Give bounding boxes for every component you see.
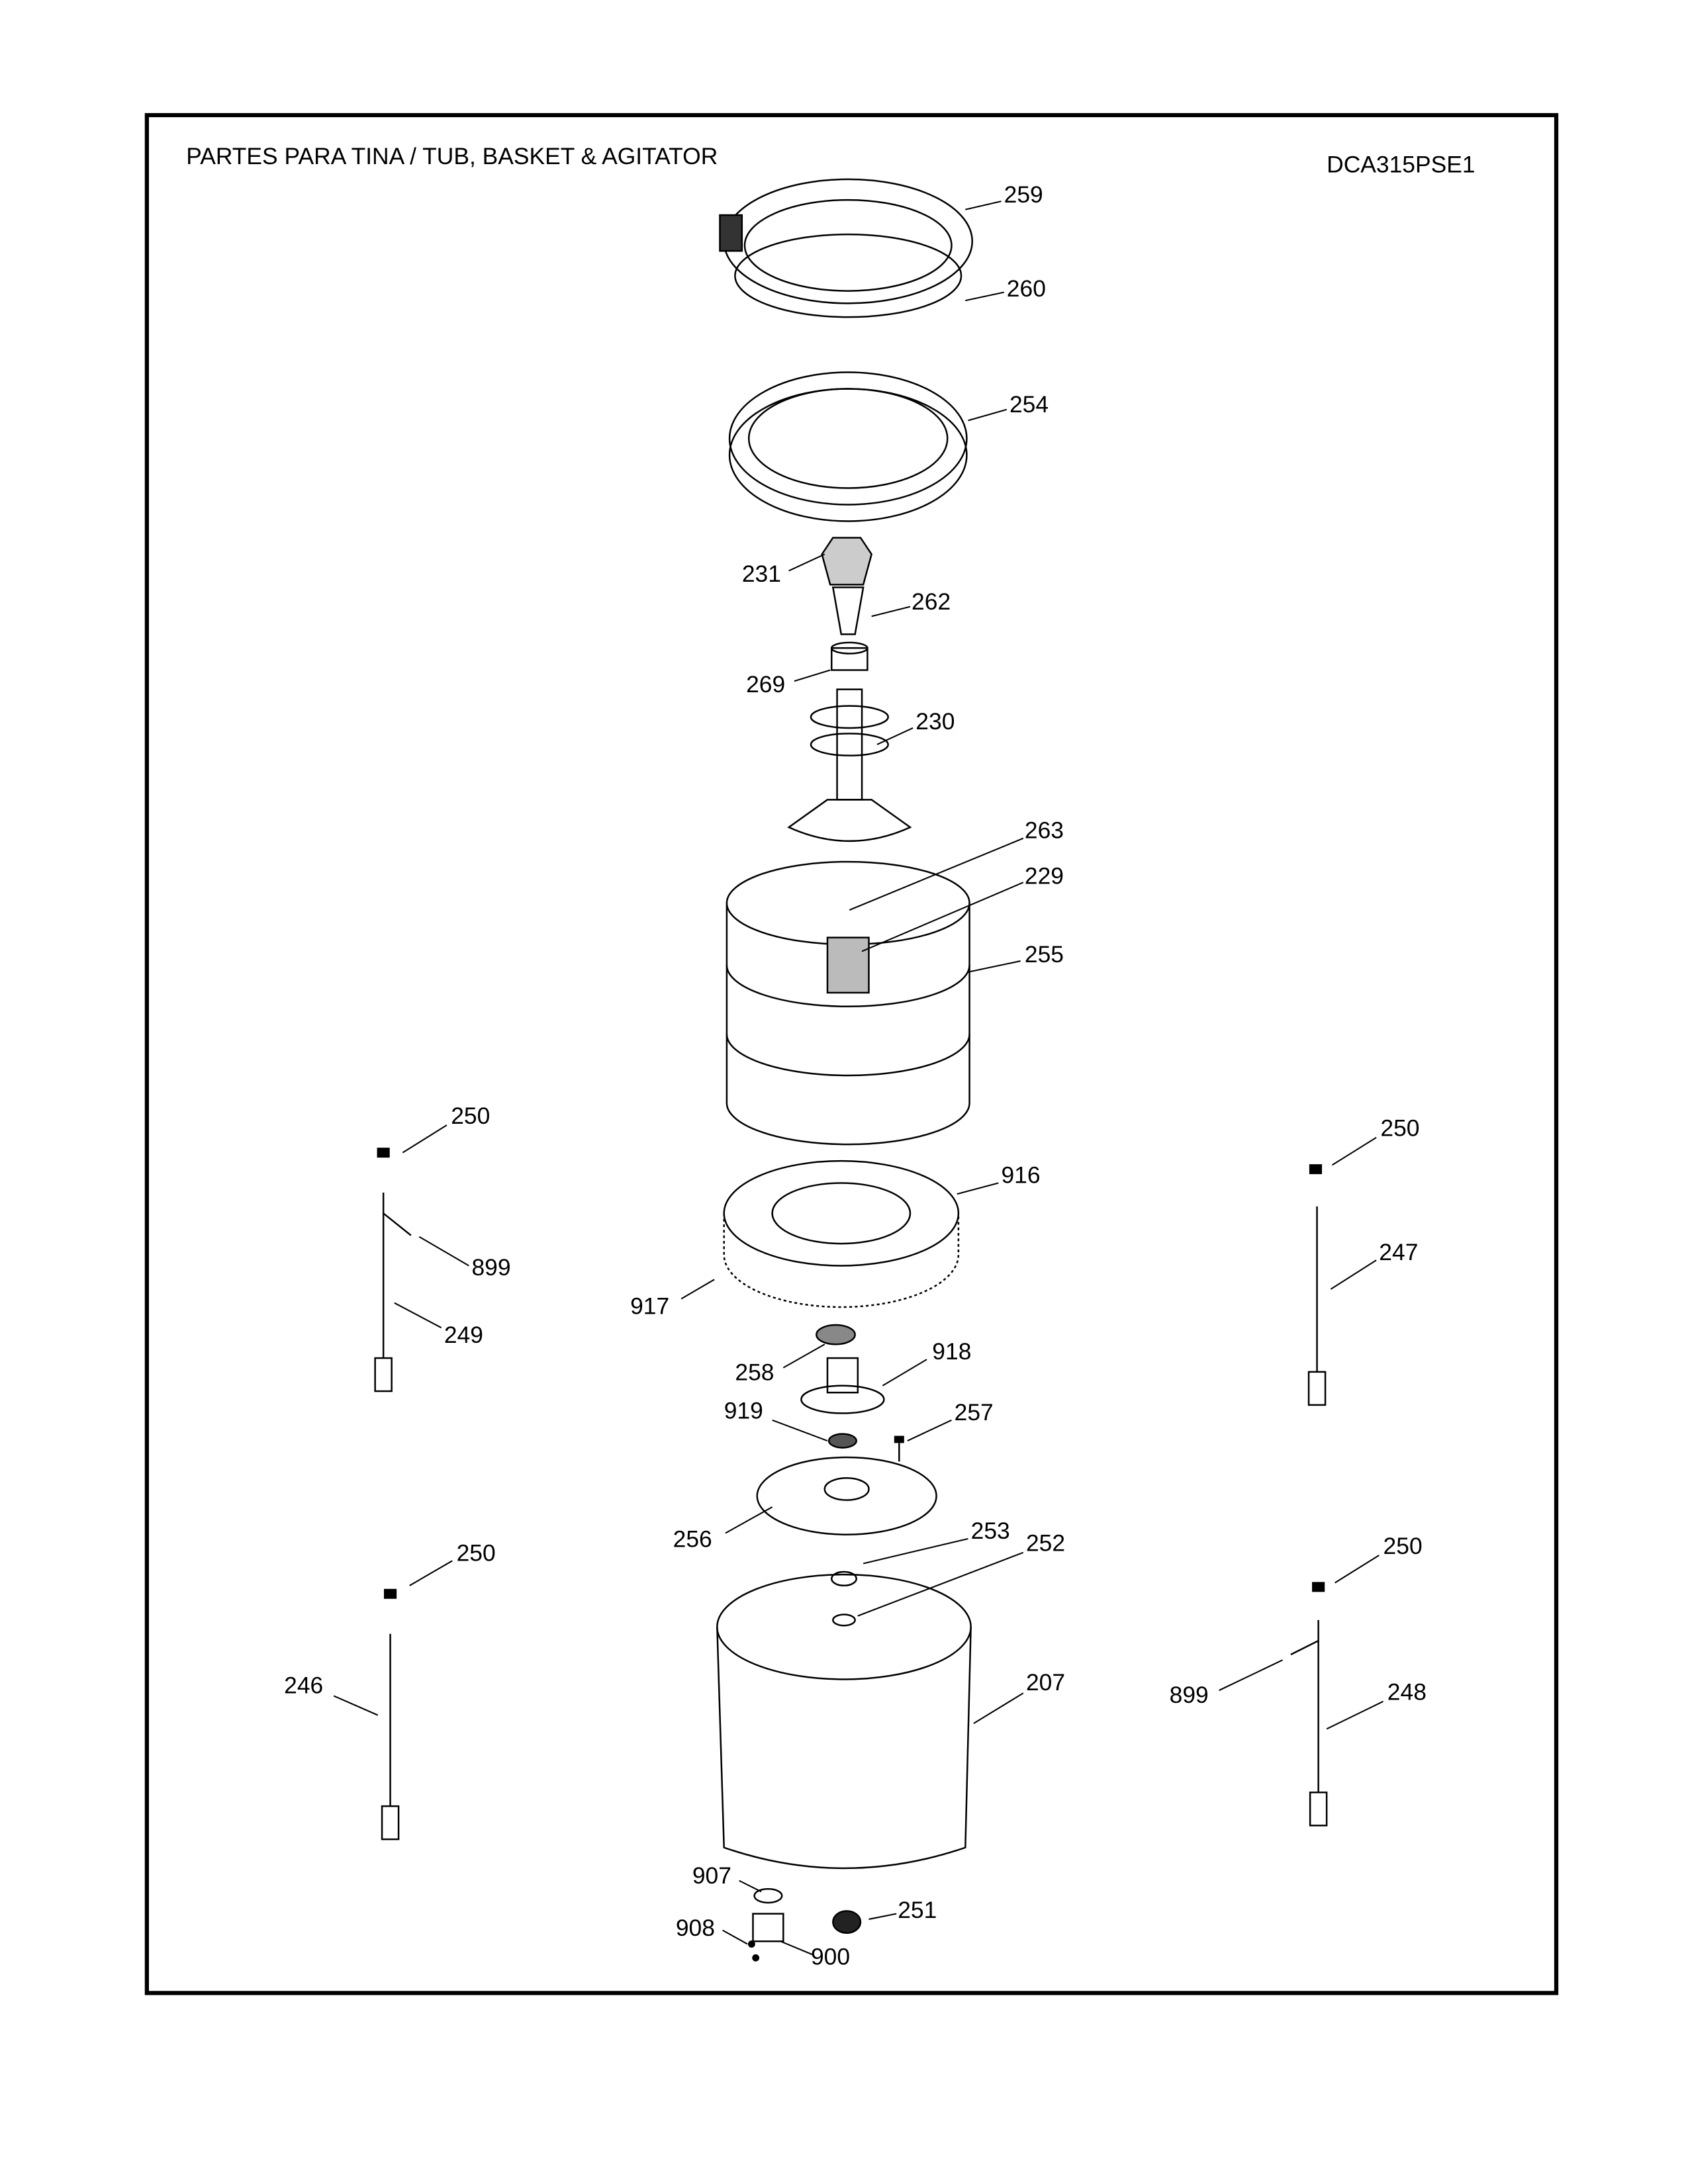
suspension-rod-247 [1307,1164,1327,1406]
part-label: 916 [1001,1162,1041,1189]
part-262-cone [831,586,865,635]
part-255-wash-basket [726,860,970,1146]
part-label: 250 [1383,1533,1423,1560]
part-label: 207 [1025,1669,1066,1696]
part-900-drain [752,1913,784,1942]
part-label: 917 [630,1293,670,1320]
part-label: 918 [932,1338,972,1365]
model-number: DCA315PSE1 [1327,152,1476,178]
suspension-rod-249 [374,1148,412,1392]
part-258-nut [816,1324,856,1345]
part-257-screw [894,1435,904,1462]
part-label: 907 [692,1862,731,1889]
part-label: 256 [673,1526,712,1553]
part-label: 229 [1024,863,1064,889]
part-label: 230 [915,708,955,735]
part-label: 269 [746,671,786,698]
part-label: 254 [1009,391,1049,418]
part-916-basket-hub [723,1160,960,1308]
part-label: 250 [1380,1115,1420,1142]
part-231-agitator-cap [821,537,873,586]
part-908-plug [747,1940,760,1962]
part-269-ring [830,641,868,671]
part-label: 249 [444,1322,483,1349]
part-251-bearing [832,1910,862,1934]
part-259-tub-cover [719,178,973,304]
part-label: 258 [735,1359,774,1386]
part-label: 250 [456,1540,496,1567]
part-label: 908 [675,1915,715,1942]
part-label: 231 [741,561,781,588]
suspension-rod-248 [1290,1582,1328,1827]
part-907-oring [753,1888,783,1904]
part-230-agitator [787,688,912,842]
part-label: 263 [1024,817,1064,844]
leader-lines [333,201,1384,1956]
part-label: 247 [1379,1239,1419,1266]
part-918-hub [800,1357,885,1414]
part-label: 900 [810,1944,851,1971]
part-label: 899 [1169,1682,1209,1709]
part-label: 899 [471,1254,511,1281]
diagram-title: PARTES PARA TINA / TUB, BASKET & AGITATO… [186,143,718,170]
diagram-frame [144,113,1559,1995]
part-207-outer-tub [716,1570,972,1870]
part-label: 257 [954,1399,994,1426]
part-919-seal [827,1433,857,1449]
part-label: 260 [1006,275,1046,302]
part-label: 252 [1025,1530,1066,1557]
part-label: 919 [724,1398,763,1425]
part-label: 255 [1024,941,1064,968]
part-254-balance-ring [728,371,968,522]
part-label: 259 [1004,181,1043,208]
part-label: 250 [451,1103,491,1130]
part-label: 251 [898,1897,937,1924]
suspension-rod-246 [381,1588,400,1841]
part-label: 253 [970,1518,1010,1545]
part-256-hub-plate [756,1456,937,1535]
part-label: 246 [284,1672,324,1699]
part-label: 248 [1387,1679,1427,1706]
part-label: 262 [912,588,951,615]
part-260-tub-cover-gasket [734,233,962,318]
